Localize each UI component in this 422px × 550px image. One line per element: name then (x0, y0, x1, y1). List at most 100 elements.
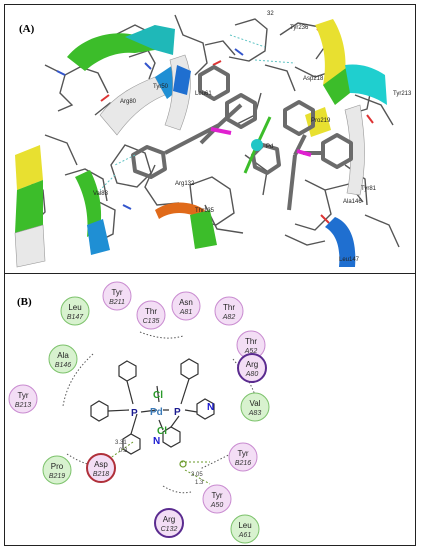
phosphorus-bonds (210, 127, 312, 157)
residue-id: A82 (222, 314, 236, 321)
residue-name: Arg (246, 360, 258, 369)
label-arg132: Arg132 (175, 181, 195, 187)
residue-circle (42, 455, 72, 485)
label-pro219: Pro219 (311, 118, 331, 124)
ribbons (14, 19, 387, 268)
residue-name: Ala (57, 351, 69, 360)
residue-name: Tyr (17, 391, 28, 400)
residue-name: Leu (68, 303, 81, 312)
residue-name: Tyr (111, 288, 122, 297)
phosphorus-atom-1: P (131, 408, 138, 419)
label-tyr50: Tyr50 (153, 84, 169, 90)
phenyl-ring-2 (90, 400, 109, 422)
residue-name: Tyr (211, 491, 222, 500)
residue-id: B216 (235, 460, 251, 467)
residue-name: Leu (238, 521, 251, 530)
chlorine-atom-2: Cl (157, 426, 167, 437)
label-ala146: Ala146 (343, 199, 362, 205)
residue-circle (86, 453, 116, 483)
ligand (131, 65, 353, 211)
residue-circle (237, 353, 267, 383)
residue-id: A83 (248, 410, 262, 417)
label-tyr81: Tyr81 (361, 186, 377, 192)
distance-4: 1.3 (195, 480, 204, 486)
phenyl-ring-1 (118, 360, 137, 382)
phosphorus-atom-2: P (174, 407, 181, 418)
residue-id: A81 (179, 309, 193, 316)
residue-circle (202, 484, 232, 514)
residue-id: B213 (15, 402, 31, 409)
residue-name: Asn (179, 298, 193, 307)
residue-id: A50 (210, 502, 224, 509)
label-32: 32 (267, 11, 274, 17)
residue-id: C132 (161, 526, 178, 533)
panel-a-label: (A) (19, 23, 35, 35)
panel-a-svg: Tyr236 32 Asp218 Tyr213 Pro219 Arg80 Tyr… (14, 11, 412, 268)
ligand-2d (90, 358, 215, 455)
residue-circle (8, 384, 38, 414)
residue-circle (154, 508, 184, 538)
residue-bubbles: LeuB147TyrB211ThrC135AsnA81ThrA82AlaB146… (8, 281, 270, 544)
label-tyr236: Tyr236 (290, 25, 309, 31)
panel-b-2d-diagram: (B) (5, 274, 415, 544)
label-pd: Pd (266, 144, 273, 150)
residue-circle (214, 296, 244, 326)
chlorine-atom-1: Cl (153, 390, 163, 401)
residue-circle (136, 300, 166, 330)
residue-name: Pro (51, 462, 64, 471)
label-asp218: Asp218 (303, 76, 324, 82)
panel-a-3d-view: Tyr236 32 Asp218 Tyr213 Pro219 Arg80 Tyr… (5, 5, 415, 273)
figure-frame (4, 4, 416, 546)
nitrogen-bonds (56, 48, 346, 240)
residue-id: A52 (244, 348, 258, 355)
residue-id: B146 (55, 362, 71, 369)
residue-name: Arg (163, 515, 175, 524)
residue-circle (230, 514, 260, 544)
phenyl-ring-3 (180, 358, 199, 380)
residue-circle (171, 291, 201, 321)
residue-circle (102, 281, 132, 311)
residue-circle (228, 442, 258, 472)
residue-name: Thr (245, 337, 257, 346)
residue-name: Asp (94, 460, 108, 469)
distance-3: 3.05 (191, 472, 203, 478)
palladium-atom-2d: Pd (150, 407, 163, 418)
label-arg80: Arg80 (120, 99, 137, 105)
residue-id: B147 (67, 314, 84, 321)
label-leu61: Leu61 (195, 91, 212, 97)
residue-id: B219 (49, 473, 65, 480)
label-tyr213: Tyr213 (393, 91, 412, 97)
residue-name: Thr (145, 307, 157, 316)
pi-centroid (179, 460, 187, 468)
residue-id: A80 (245, 371, 259, 378)
residue-id: B218 (93, 471, 109, 478)
distance-2: 0.3 (119, 448, 128, 454)
residue-circle (60, 296, 90, 326)
residue-name: Thr (223, 303, 235, 312)
residue-name: Tyr (237, 449, 248, 458)
panel-divider (5, 273, 415, 274)
hbond-lines (99, 34, 296, 191)
distance-1: 3.31 (115, 440, 127, 446)
panel-b-label: (B) (17, 296, 32, 308)
residue-id: C135 (143, 318, 160, 325)
label-val83: Val83 (93, 191, 109, 197)
residue-circle (48, 344, 78, 374)
label-thr135: Thr135 (195, 208, 215, 214)
panel-a-labels: Tyr236 32 Asp218 Tyr213 Pro219 Arg80 Tyr… (93, 11, 412, 263)
residue-name: Val (250, 399, 261, 408)
residue-id: A61 (238, 532, 252, 539)
residue-id: B211 (109, 299, 125, 306)
palladium-atom (251, 139, 263, 151)
